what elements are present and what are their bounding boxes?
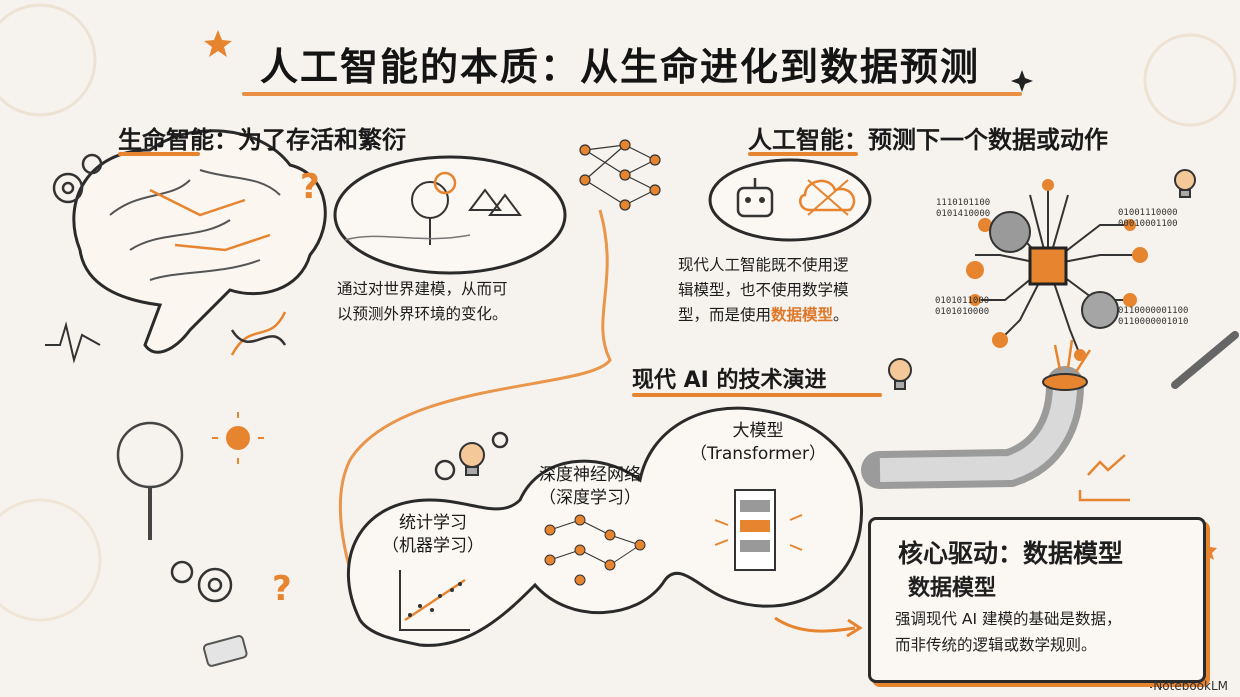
data-pipe	[861, 339, 1092, 489]
right-paragraph: 现代人工智能既不使用逻 辑模型，也不使用数学模 型，而是使用数据模型。	[678, 253, 849, 328]
thought-bubble	[333, 155, 567, 275]
right-text-line: 现代人工智能既不使用逻	[678, 256, 849, 274]
gear-icon	[52, 153, 509, 603]
binary-block-a: 1110101100 0101410000	[936, 198, 990, 220]
data-model-highlight: 数据模型	[771, 306, 834, 324]
neural-network-icon	[579, 139, 661, 211]
stage-statistical-learning: 统计学习 （机器学习）	[378, 512, 488, 558]
core-title: 核心驱动：数据模型	[898, 539, 1124, 568]
binary-text: 01001110000	[1118, 208, 1178, 218]
right-text-line: 辑模型，也不使用数学模	[678, 281, 849, 299]
binary-text: 0101011000	[935, 296, 990, 306]
stage-label-sub: （机器学习）	[382, 536, 484, 556]
core-description: 强调现代 AI 建模的基础是数据， 而非传统的逻辑或数学规则。	[895, 606, 1122, 658]
binary-text: 1110101100	[936, 198, 991, 208]
growth-chart-icon	[1078, 454, 1130, 502]
binary-text: 0110000001010	[1118, 317, 1189, 327]
lightbulb-icon	[459, 169, 1196, 476]
stage-large-model: 大模型 （Transformer）	[688, 420, 828, 466]
left-paragraph: 通过对世界建模，从而可 以预测外界环境的变化。	[337, 277, 508, 327]
binary-text: 0110000001100	[1118, 306, 1189, 316]
star-icon	[204, 30, 232, 57]
binary-block-c: 0101011000 0101010000	[935, 296, 989, 318]
right-text-line: 型，而是使用数据模型。	[678, 303, 849, 328]
stage-label-sub: （深度学习）	[539, 488, 641, 508]
binary-text: 0101010000	[935, 307, 990, 317]
flow-curve	[338, 209, 612, 601]
eraser-icon	[202, 635, 248, 667]
heartbeat-icon	[45, 321, 101, 364]
left-heading-underline	[118, 152, 200, 156]
pencil-icon	[1171, 331, 1239, 389]
robot-bubble	[708, 158, 872, 242]
title-underline	[242, 92, 1022, 96]
chip-icon	[966, 179, 1148, 361]
stage-label-main: 大模型	[732, 421, 784, 441]
stage-deep-learning: 深度神经网络 （深度学习）	[525, 464, 655, 510]
evolution-heading: 现代 AI 的技术演进	[632, 368, 827, 393]
evolution-underline	[632, 393, 882, 397]
stage-label-main: 统计学习	[399, 513, 467, 533]
right-heading: 人工智能：预测下一个数据或动作	[748, 126, 1108, 154]
tree-icon	[116, 421, 184, 540]
core-text-line: 强调现代 AI 建模的基础是数据，	[895, 610, 1122, 628]
sun-icon	[212, 412, 264, 464]
brain-icon	[72, 129, 327, 354]
core-text-line: 而非传统的逻辑或数学规则。	[895, 636, 1097, 654]
left-text-line: 通过对世界建模，从而可	[337, 280, 508, 298]
core-subtitle: 数据模型	[908, 576, 997, 601]
left-heading: 生命智能：为了存活和繁衍	[118, 126, 406, 154]
binary-block-b: 01001110000 00010001100	[1118, 208, 1178, 230]
arrow-icon	[774, 616, 856, 633]
deep-network-icon	[544, 514, 646, 586]
evolution-blob	[346, 406, 863, 647]
question-mark-icon: ?	[272, 569, 292, 609]
left-text-line: 以预测外界环境的变化。	[337, 305, 508, 323]
stage-label-sub: （Transformer）	[689, 444, 826, 464]
dna-icon	[230, 311, 287, 356]
right-heading-underline	[748, 152, 858, 156]
core-driver-box	[868, 517, 1206, 683]
stage-label-main: 深度神经网络	[539, 465, 641, 485]
scatter-plot-icon	[399, 570, 470, 631]
question-mark-icon: ?	[300, 167, 320, 207]
right-text-prefix: 型，而是使用	[678, 306, 772, 324]
transformer-icon	[714, 489, 803, 571]
right-text-suffix: 。	[833, 306, 849, 324]
binary-block-d: 0110000001100 0110000001010	[1118, 306, 1188, 328]
binary-text: 00010001100	[1118, 219, 1178, 229]
page-title: 人工智能的本质：从生命进化到数据预测	[259, 45, 980, 89]
sparkle-icon	[1011, 70, 1033, 92]
binary-text: 0101410000	[936, 209, 991, 219]
notebooklm-label: NotebookLM	[1153, 679, 1228, 693]
notebooklm-logo	[1150, 682, 1162, 689]
